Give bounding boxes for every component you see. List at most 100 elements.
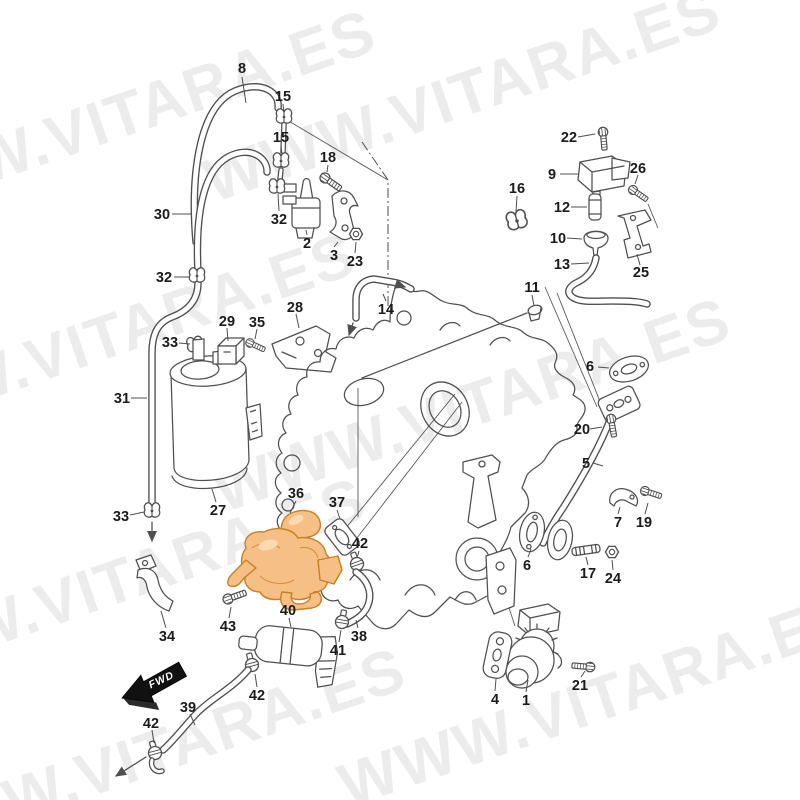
part-label-8: 8 xyxy=(238,61,246,77)
part-label-42: 42 xyxy=(352,536,368,552)
leader-line-26 xyxy=(634,174,639,185)
highlighted-valve-36 xyxy=(227,509,343,611)
clamp-16 xyxy=(504,207,530,232)
leader-line-29 xyxy=(226,327,229,342)
part-label-9: 9 xyxy=(548,167,556,183)
leader-line-2 xyxy=(305,229,308,236)
map-sensor-9 xyxy=(577,155,631,203)
leader-line-33 xyxy=(129,511,145,516)
part-label-10: 10 xyxy=(550,231,566,247)
leader-line-38 xyxy=(355,619,359,629)
nut-24 xyxy=(604,545,620,559)
part-label-22: 22 xyxy=(561,130,577,146)
part-label-38: 38 xyxy=(351,629,367,645)
hose-39 xyxy=(159,666,252,754)
part-label-21: 21 xyxy=(572,678,588,694)
engine-block xyxy=(274,282,586,630)
part-label-12: 12 xyxy=(554,200,570,216)
part-label-16: 16 xyxy=(509,181,525,197)
bolt-21 xyxy=(570,660,596,673)
part-label-42: 42 xyxy=(143,716,159,732)
leader-line-43 xyxy=(228,606,232,619)
hose-8 xyxy=(190,83,282,246)
part-label-5: 5 xyxy=(582,456,590,472)
leader-line-11 xyxy=(531,294,535,307)
leader-line-23 xyxy=(354,241,357,254)
bracket-28 xyxy=(271,325,337,373)
bracket-34 xyxy=(135,554,174,612)
part-label-27: 27 xyxy=(210,503,226,519)
part-label-43: 43 xyxy=(220,619,236,635)
part-label-19: 19 xyxy=(636,515,652,531)
plug-11 xyxy=(527,304,543,322)
part-label-11: 11 xyxy=(524,280,539,296)
leader-line-35 xyxy=(254,328,258,340)
leader-line-15 xyxy=(282,103,285,114)
leader-line-8 xyxy=(241,76,247,104)
clamp-33b xyxy=(143,502,161,518)
part-label-34: 34 xyxy=(159,629,175,645)
leader-line-13 xyxy=(570,262,590,265)
leader-line-41 xyxy=(338,629,342,643)
clamp-7 xyxy=(609,488,639,507)
leader-line-22 xyxy=(577,133,596,138)
leader-line-28 xyxy=(295,313,300,329)
part-label-31: 31 xyxy=(114,391,130,407)
leader-line-6 xyxy=(597,366,610,369)
leader-line-7 xyxy=(617,506,621,515)
leader-line-25 xyxy=(636,253,641,266)
part-label-1: 1 xyxy=(522,693,530,709)
bolt-35 xyxy=(243,336,267,355)
vacuum-valve-2 xyxy=(280,177,321,239)
part-label-3: 3 xyxy=(330,248,338,264)
gasket-6-lower xyxy=(518,511,574,561)
leader-line-1 xyxy=(525,679,529,693)
nut-23 xyxy=(348,227,364,241)
part-label-36: 36 xyxy=(288,486,304,502)
leader-line-19 xyxy=(644,502,649,515)
leader-line-6 xyxy=(527,548,532,558)
leader-line-20 xyxy=(589,426,603,430)
part-label-29: 29 xyxy=(219,314,235,330)
bolt-26 xyxy=(626,183,651,205)
leader-line-39 xyxy=(189,713,196,726)
part-label-30: 30 xyxy=(154,207,170,223)
hose-38 xyxy=(343,568,374,628)
leader-line-37 xyxy=(336,509,341,520)
part-label-14: 14 xyxy=(378,302,394,318)
check-valve-10 xyxy=(583,230,609,257)
hose-14 xyxy=(347,275,415,337)
leader-line-42 xyxy=(254,673,258,688)
part-label-37: 37 xyxy=(329,495,345,511)
leader-line-32 xyxy=(277,193,280,212)
bolt-18 xyxy=(317,170,345,194)
leader-line-34 xyxy=(160,610,167,629)
gasket-4 xyxy=(482,631,513,679)
part-label-33: 33 xyxy=(162,335,178,351)
leader-line-14 xyxy=(382,293,387,302)
egr-pipe-5 xyxy=(539,385,641,547)
hose-31 xyxy=(147,279,202,543)
part-label-6: 6 xyxy=(523,558,531,574)
leader-line-21 xyxy=(580,670,586,678)
clamp-32a xyxy=(268,178,286,194)
leader-line-18 xyxy=(326,164,329,173)
gasket-37 xyxy=(324,518,360,556)
part-label-6: 6 xyxy=(586,359,594,375)
part-label-32: 32 xyxy=(156,270,172,286)
leader-line-5 xyxy=(592,462,604,467)
leader-line-10 xyxy=(566,237,583,240)
part-label-23: 23 xyxy=(347,254,363,270)
egr-valve-1 xyxy=(505,603,563,689)
part-label-20: 20 xyxy=(574,422,590,438)
part-label-17: 17 xyxy=(580,566,596,582)
part-label-15: 15 xyxy=(275,89,291,105)
leader-line-17 xyxy=(585,556,589,566)
leader-line-36 xyxy=(289,500,297,514)
bolt-43 xyxy=(220,587,249,607)
part-label-28: 28 xyxy=(287,300,303,316)
part-label-2: 2 xyxy=(303,236,311,252)
